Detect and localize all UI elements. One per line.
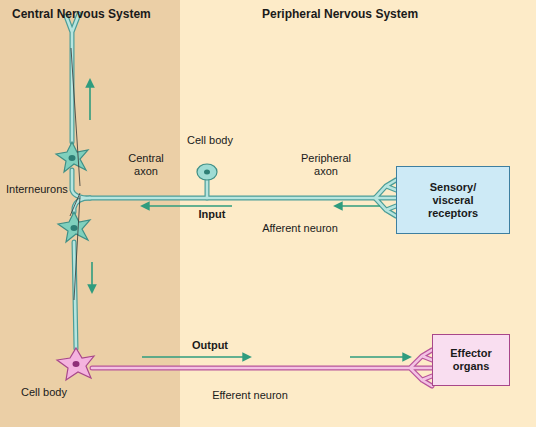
nucleus <box>71 225 78 231</box>
nervous-system-band: Central Nervous System <box>0 0 180 427</box>
receptor-box: Sensory/ visceral receptors <box>396 166 510 234</box>
part-label: Cell body <box>14 386 74 399</box>
part-label: Peripheral axon <box>294 152 358 178</box>
band-heading: Central Nervous System <box>12 0 180 21</box>
effector-box: Effector organs <box>432 334 510 386</box>
nucleus <box>69 155 76 161</box>
box-label: Sensory/ visceral receptors <box>421 181 485 220</box>
nucleus <box>73 361 80 367</box>
band-heading: Peripheral Nervous System <box>262 0 536 21</box>
nervous-system-band: Peripheral Nervous SystemSensory/ viscer… <box>180 0 536 427</box>
part-label: Cell body <box>180 134 240 147</box>
part-label: Central axon <box>120 152 172 178</box>
part-label: Efferent neuron <box>200 389 300 402</box>
part-label: Afferent neuron <box>250 222 350 235</box>
nucleus <box>204 170 210 175</box>
part-label: Interneurons <box>6 183 82 196</box>
afferent-cell-body <box>197 164 217 180</box>
part-label: Input <box>190 208 234 221</box>
box-label: Effector organs <box>443 347 499 373</box>
part-label: Output <box>184 339 236 352</box>
